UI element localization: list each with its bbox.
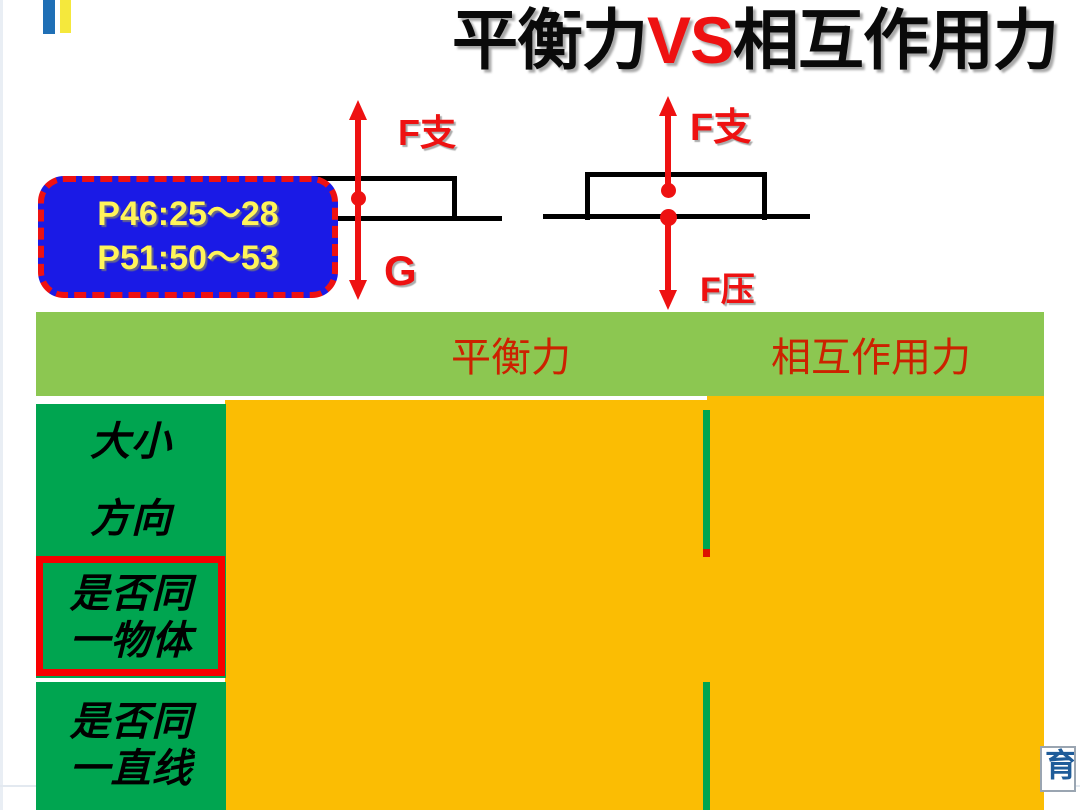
right-label-support-force: F支 bbox=[690, 107, 752, 149]
watermark-badge: 育 bbox=[1040, 746, 1076, 792]
table-answer-area bbox=[225, 400, 1044, 810]
left-arrow-head-down bbox=[349, 280, 367, 300]
table-row-label-text: 是否同 一直线 bbox=[69, 699, 193, 791]
right-arrow-head-down bbox=[659, 290, 677, 310]
table-column-header-balanced-forces: 平衡力 bbox=[451, 335, 571, 381]
right-lower-contact-dot bbox=[660, 209, 677, 226]
right-up-arrow-shaft bbox=[665, 112, 671, 194]
answer-column-divider-cap bbox=[703, 549, 710, 557]
right-box-right-edge bbox=[762, 172, 767, 220]
left-label-support-force: F支 bbox=[398, 112, 456, 153]
watermark-glyph: 育 bbox=[1045, 746, 1076, 784]
table-row-label-text: 大小 bbox=[90, 420, 172, 465]
row-highlight-rectangle bbox=[36, 556, 225, 676]
callout-line-2: P51:50～53 bbox=[97, 239, 279, 277]
yellow-bar-icon bbox=[60, 0, 71, 33]
left-arrow-head-up bbox=[349, 100, 367, 120]
left-label-gravity: G bbox=[384, 247, 417, 294]
page-reference-callout[interactable]: P46:25～28 P51:50～53 bbox=[38, 176, 338, 298]
right-upper-contact-dot bbox=[661, 183, 676, 198]
answer-column-divider-lower bbox=[703, 682, 710, 810]
right-label-pressure-force: F压 bbox=[700, 271, 755, 309]
title-part-1: 平衡力 bbox=[451, 1, 648, 79]
table-column-header-interaction-forces: 相互作用力 bbox=[771, 335, 971, 381]
page-edge-left bbox=[0, 0, 3, 810]
title-vs: VS bbox=[646, 3, 734, 77]
right-down-arrow-shaft bbox=[665, 214, 671, 292]
left-box-right-edge bbox=[452, 176, 457, 221]
table-row-label-size[interactable]: 大小 bbox=[36, 404, 226, 482]
force-diagrams: F支 G F支 F压 bbox=[0, 0, 1080, 320]
table-answer-area-top-notch bbox=[707, 396, 1044, 406]
table-header-band: 平衡力 相互作用力 bbox=[36, 312, 1044, 396]
table-row-label-direction[interactable]: 方向 bbox=[36, 482, 226, 558]
table-row-label-same-line[interactable]: 是否同 一直线 bbox=[36, 682, 226, 810]
table-row-label-text: 是否同 一物体 bbox=[69, 571, 193, 663]
blue-bar-icon bbox=[43, 0, 55, 34]
right-arrow-head-up bbox=[659, 96, 677, 116]
left-box-top-edge bbox=[225, 176, 457, 181]
title-part-2: 相互作用力 bbox=[733, 1, 1059, 79]
left-ground-line bbox=[225, 216, 502, 221]
answer-column-divider-upper bbox=[703, 410, 710, 550]
left-center-of-gravity-dot bbox=[351, 191, 366, 206]
right-box-left-edge bbox=[585, 172, 590, 220]
table-row-label-same-object[interactable]: 是否同 一物体 bbox=[36, 558, 226, 678]
table-row-label-text: 方向 bbox=[90, 497, 172, 542]
right-box-top-edge bbox=[585, 172, 767, 177]
callout-line-1: P46:25～28 bbox=[97, 195, 279, 234]
page-title: 平衡力VS相互作用力 bbox=[452, 3, 1059, 77]
